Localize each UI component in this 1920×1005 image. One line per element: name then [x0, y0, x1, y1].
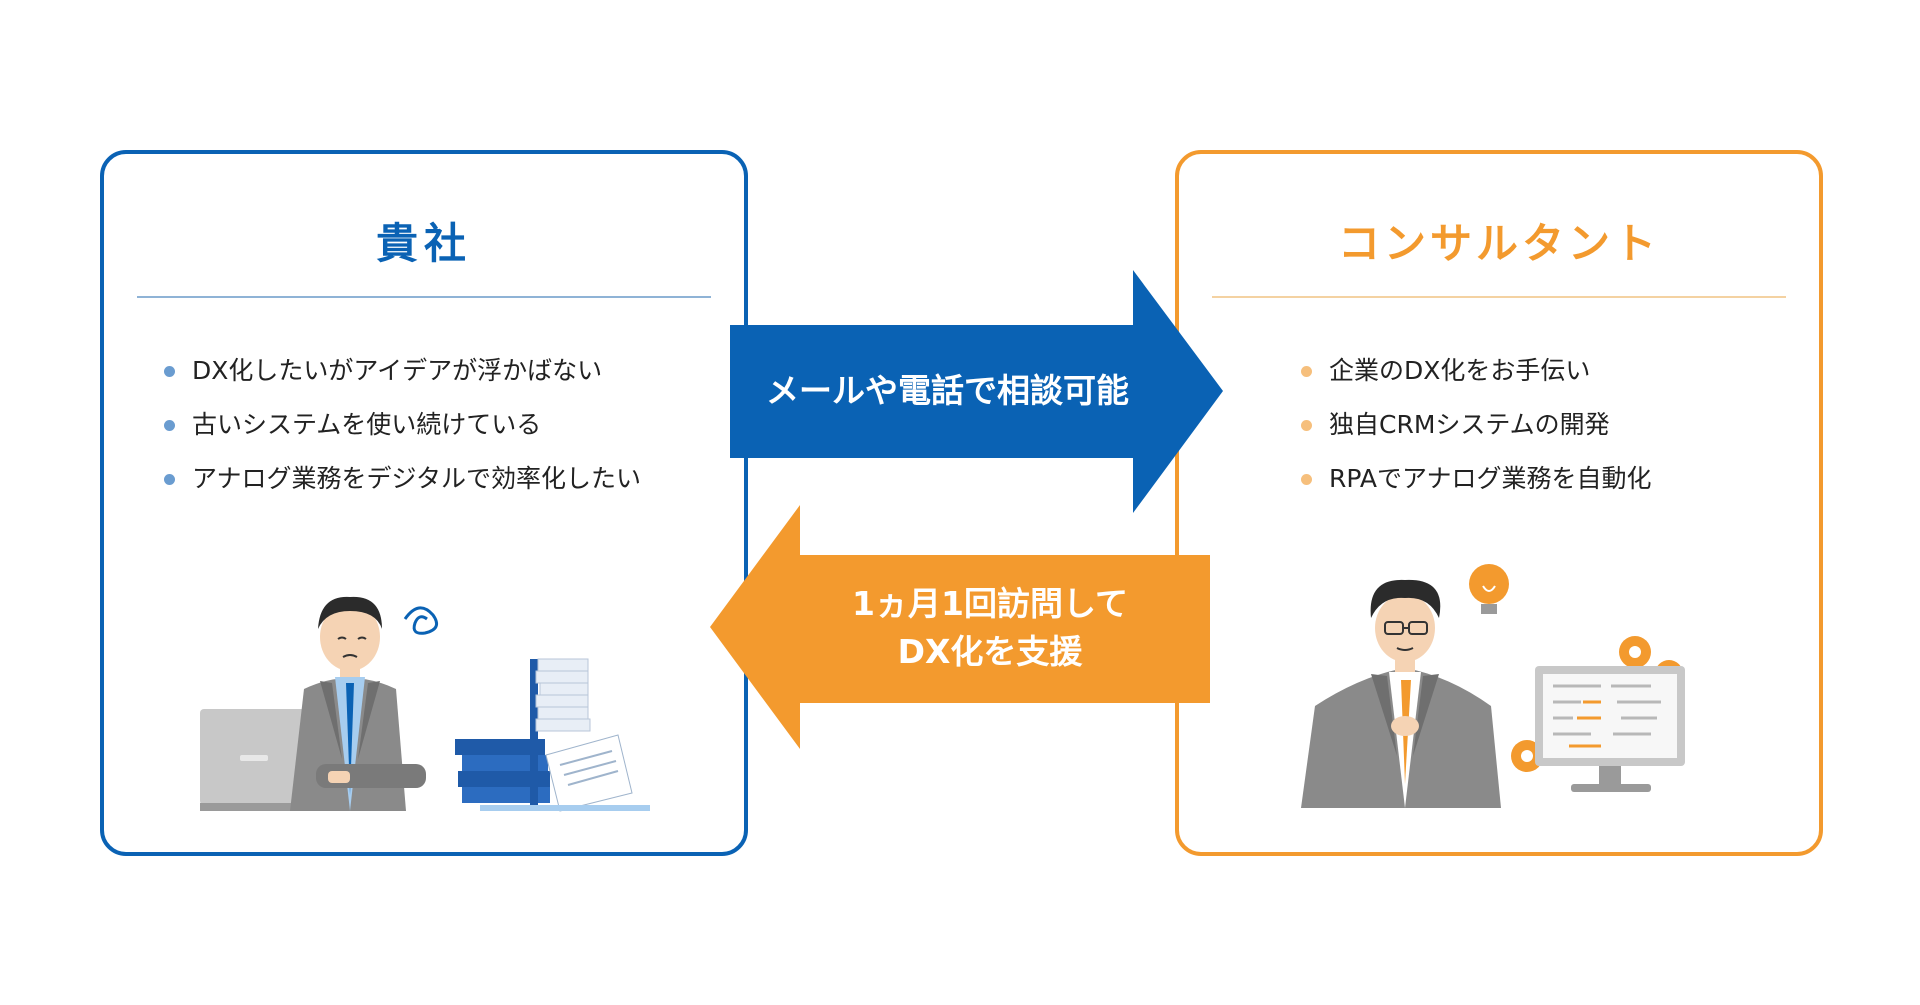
- client-issues-list: DX化したいがアイデアが浮かばない 古いシステムを使い続けている アナログ業務を…: [164, 344, 641, 506]
- worried-office-worker-illustration: [200, 559, 660, 819]
- consultant-panel-title: コンサルタント: [1179, 210, 1819, 271]
- client-panel: 貴社 DX化したいがアイデアが浮かばない 古いシステムを使い続けている アナログ…: [100, 150, 748, 856]
- list-item: 企業のDX化をお手伝い: [1301, 344, 1651, 398]
- consultant-panel: コンサルタント 企業のDX化をお手伝い 独自CRMシステムの開発 RPAでアナロ…: [1175, 150, 1823, 856]
- contact-arrow-label: メールや電話で相談可能: [730, 367, 1165, 415]
- consultant-panel-divider: [1212, 296, 1786, 298]
- list-item: アナログ業務をデジタルで効率化したい: [164, 452, 641, 506]
- consultant-illustration: [1301, 556, 1721, 816]
- list-item: RPAでアナログ業務を自動化: [1301, 452, 1651, 506]
- support-arrow-label-line2: DX化を支援: [790, 628, 1190, 676]
- list-item: 古いシステムを使い続けている: [164, 398, 641, 452]
- support-arrow-label: 1ヵ月1回訪問して DX化を支援: [790, 580, 1190, 676]
- list-item: 独自CRMシステムの開発: [1301, 398, 1651, 452]
- client-panel-divider: [137, 296, 711, 298]
- consultant-services-list: 企業のDX化をお手伝い 独自CRMシステムの開発 RPAでアナログ業務を自動化: [1301, 344, 1651, 506]
- client-panel-title: 貴社: [104, 210, 744, 271]
- support-arrow-label-line1: 1ヵ月1回訪問して: [790, 580, 1190, 628]
- list-item: DX化したいがアイデアが浮かばない: [164, 344, 641, 398]
